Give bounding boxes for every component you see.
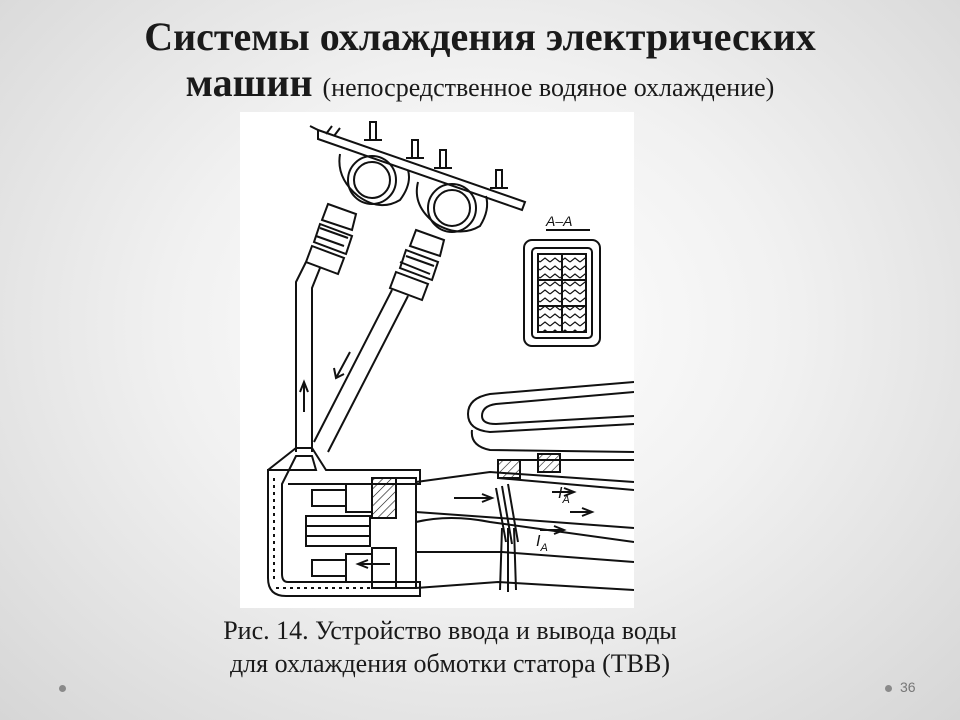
decorative-dot-right: [885, 685, 892, 692]
title-line-2-bold: машин: [185, 60, 313, 105]
stator-winding-bar: [466, 381, 634, 491]
flow-arrows: [355, 487, 595, 569]
winding-bar-outlets: [415, 470, 634, 592]
terminal-housing: [267, 447, 421, 597]
slide-number: 36: [900, 679, 916, 695]
section-a-a: [523, 229, 601, 347]
ring-clamp-right: [415, 181, 489, 233]
internal-fittings: [305, 477, 417, 589]
caption-line-2: для охлаждения обмотки статора (ТВВ): [229, 649, 671, 678]
decorative-dot-left: [59, 685, 66, 692]
caption-line-1: Рис. 14. Устройство ввода и вывода воды: [223, 616, 677, 645]
stator-cooling-diagram: А–А IА IА: [240, 112, 634, 608]
manifold-bar: [317, 128, 527, 212]
section-label: А–А: [545, 213, 572, 229]
right-cooling-pipe: [313, 289, 409, 453]
ring-clamp-left: [338, 153, 410, 207]
flow-label-1: IА: [558, 485, 570, 506]
manifold-bolts: [364, 121, 508, 189]
right-hose-fitting: [388, 228, 446, 302]
title-subtitle: (непосредственное водяное охлаждение): [322, 73, 775, 102]
left-cooling-pipe: [295, 261, 321, 452]
left-hose-fitting: [304, 202, 358, 276]
flow-label-2: IА: [536, 533, 548, 554]
figure-caption: Рис. 14. Устройство ввода и вывода воды …: [150, 614, 750, 680]
technical-drawing: А–А IА IА: [267, 121, 634, 597]
slide-title: Системы охлаждения электрических машин (…: [0, 14, 960, 111]
title-line-1: Системы охлаждения электрических: [144, 14, 816, 59]
